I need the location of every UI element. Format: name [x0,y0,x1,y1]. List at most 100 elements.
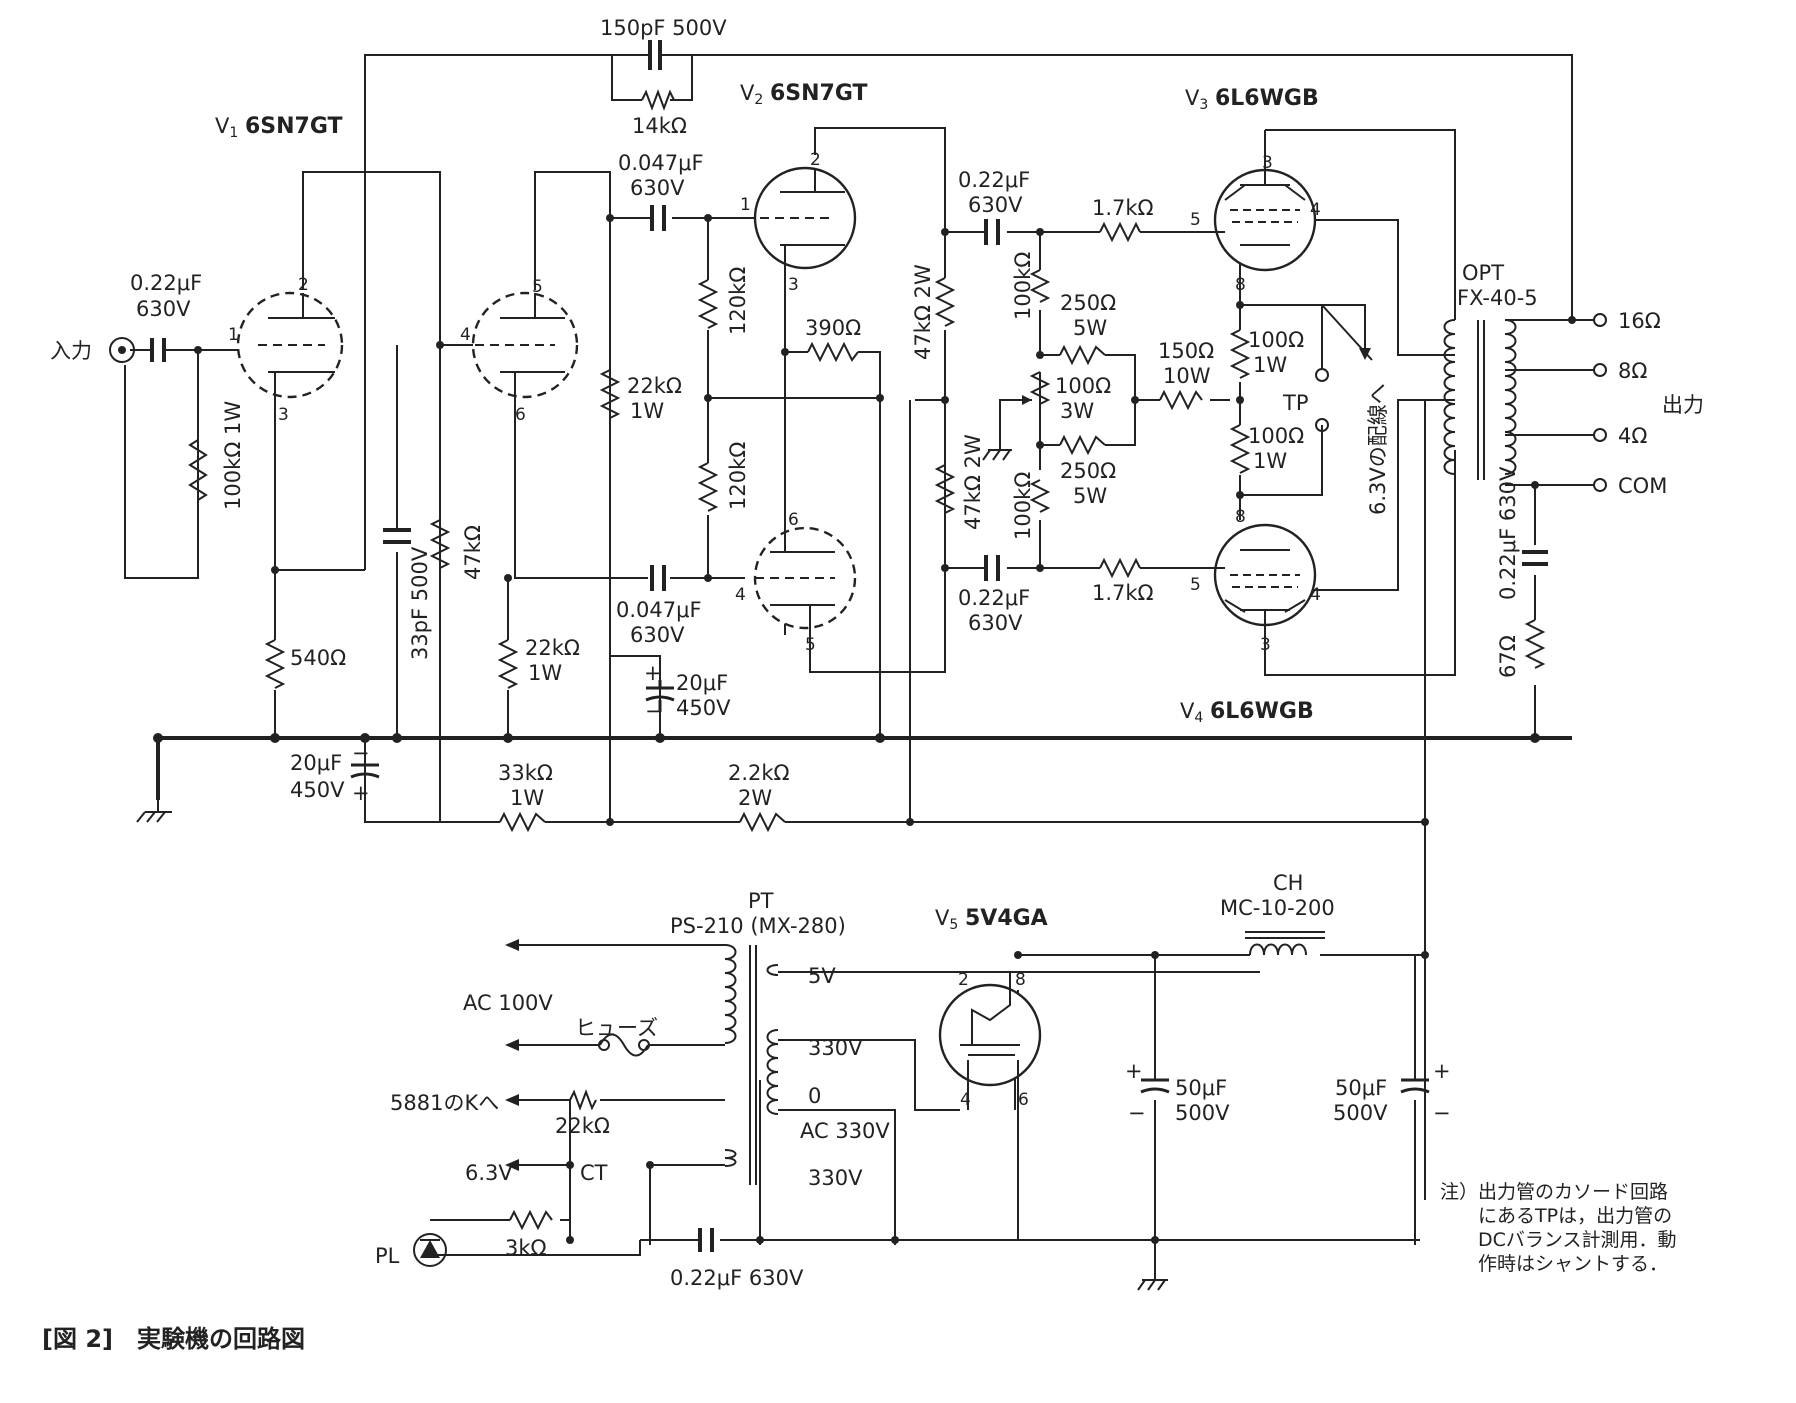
svg-text:4: 4 [1310,200,1321,220]
tube-v4 [1205,523,1317,627]
pilot-lamp-icon [413,1233,447,1267]
svg-text:入力: 入力 [50,339,92,363]
pin-numbers: 2 1 3 5 4 6 2 1 3 6 4 5 3 5 4 8 8 5 4 3 … [228,150,1321,1110]
svg-text:20μF: 20μF [676,671,728,695]
svg-text:1W: 1W [528,661,562,685]
svg-text:20μF: 20μF [290,751,342,775]
svg-text:1W: 1W [510,786,544,810]
svg-text:100kΩ 1W: 100kΩ 1W [221,401,245,510]
svg-text:+: + [352,781,370,805]
svg-text:250Ω: 250Ω [1060,459,1116,483]
svg-text:2: 2 [810,150,821,170]
svg-text:AC 100V: AC 100V [463,991,553,1015]
svg-text:3kΩ: 3kΩ [505,1236,547,1260]
tube-v1b [471,291,579,399]
output-terminal-16 [1593,313,1607,327]
svg-text:FX-40-5: FX-40-5 [1457,286,1538,310]
cap-33p [383,528,411,544]
svg-text:4: 4 [960,1090,971,1110]
output-terminal-8 [1593,363,1607,377]
output-terminal-com [1593,478,1607,492]
svg-text:PS-210 (MX-280): PS-210 (MX-280) [670,914,846,938]
wiring [124,54,1595,1275]
resistor-250-top [1059,344,1106,366]
svg-text:4: 4 [460,325,471,345]
cap-022-top [984,219,1000,245]
resistor-22k-b [497,639,519,689]
svg-text:CT: CT [580,1161,608,1185]
cap-20u-bottom [350,763,380,779]
svg-text:−: − [1433,1101,1451,1125]
svg-text:630V: 630V [630,176,685,200]
resistor-390 [807,341,859,363]
svg-text:0.22μF: 0.22μF [958,168,1030,192]
svg-text:6: 6 [788,510,799,530]
svg-text:8: 8 [1235,507,1246,527]
svg-text:14kΩ: 14kΩ [632,114,687,138]
svg-text:4: 4 [1310,585,1321,605]
svg-text:3W: 3W [1060,399,1094,423]
svg-text:1W: 1W [630,399,664,423]
resistor-22k-heater [569,1089,597,1111]
cap-022-bottom [984,555,1000,581]
svg-text:0.22μF 630V: 0.22μF 630V [1496,466,1520,600]
svg-text:+: + [1433,1059,1451,1083]
svg-text:作時はシャントする．: 作時はシャントする． [1478,1253,1668,1275]
svg-text:6: 6 [1018,1090,1029,1110]
svg-text:2: 2 [958,970,969,990]
svg-text:16Ω: 16Ω [1618,309,1661,333]
svg-text:47kΩ 2W: 47kΩ 2W [961,434,985,530]
svg-text:22kΩ: 22kΩ [525,636,580,660]
ground-icon [982,449,1012,461]
svg-text:8: 8 [1015,970,1026,990]
svg-text:2.2kΩ: 2.2kΩ [728,761,790,785]
svg-text:450V: 450V [290,778,345,802]
svg-text:330V: 330V [808,1166,863,1190]
svg-text:1W: 1W [1253,449,1287,473]
figure-caption: [図 2] 実験機の回路図 [42,1325,305,1353]
svg-text:2: 2 [298,275,309,295]
component-labels: 150pF 500V 14kΩ 0.22μF 630V 入力 100kΩ 1W … [50,16,1704,1290]
svg-text:100Ω: 100Ω [1248,424,1304,448]
svg-text:出力: 出力 [1662,393,1704,417]
tube-labels: V1 6SN7GT V2 6SN7GT V3 6L6WGB V4 6L6WGB … [215,81,1319,933]
svg-text:100kΩ: 100kΩ [1011,472,1035,540]
tube-v4-label: V4 6L6WGB [1180,699,1314,726]
svg-text:5W: 5W [1073,316,1107,340]
tube-v2-label: V2 6SN7GT [740,81,868,108]
svg-text:1.7kΩ: 1.7kΩ [1092,581,1154,605]
cap-047-bottom [650,565,666,591]
tube-v1-label: V1 6SN7GT [215,114,343,141]
output-transformer [1443,319,1517,480]
svg-text:3: 3 [278,405,289,425]
svg-text:OPT: OPT [1462,261,1504,285]
svg-text:6.3Vの配線へ: 6.3Vの配線へ [1366,383,1390,515]
svg-text:22kΩ: 22kΩ [627,374,682,398]
svg-text:450V: 450V [676,696,731,720]
svg-text:47kΩ: 47kΩ [461,525,485,580]
tube-v3-label: V3 6L6WGB [1185,86,1319,113]
resistors [188,221,1546,1231]
resistor-540 [264,639,286,689]
svg-text:150Ω: 150Ω [1158,339,1214,363]
svg-text:5W: 5W [1073,484,1107,508]
ground-icon [136,811,172,823]
svg-text:8Ω: 8Ω [1618,359,1647,383]
fuse-icon [599,1033,649,1057]
resistor-120k-bottom [697,462,719,512]
resistor-22k-a [599,369,621,419]
resistor-17k-top [1099,221,1141,243]
svg-text:0.047μF: 0.047μF [616,598,702,622]
ground-icon [1137,1275,1168,1291]
power-transformer [724,944,779,1185]
resistor-100-bottom [1229,424,1251,474]
svg-text:0: 0 [808,1084,821,1108]
svg-text:630V: 630V [968,611,1023,635]
resistor-100-top [1229,329,1251,379]
cap-50u-b [1400,1078,1430,1094]
svg-text:33kΩ: 33kΩ [498,761,553,785]
resistor-47k2w-top [934,277,956,327]
svg-text:8: 8 [1235,275,1246,295]
tube-v1a [236,291,344,399]
svg-text:CH: CH [1273,871,1303,895]
